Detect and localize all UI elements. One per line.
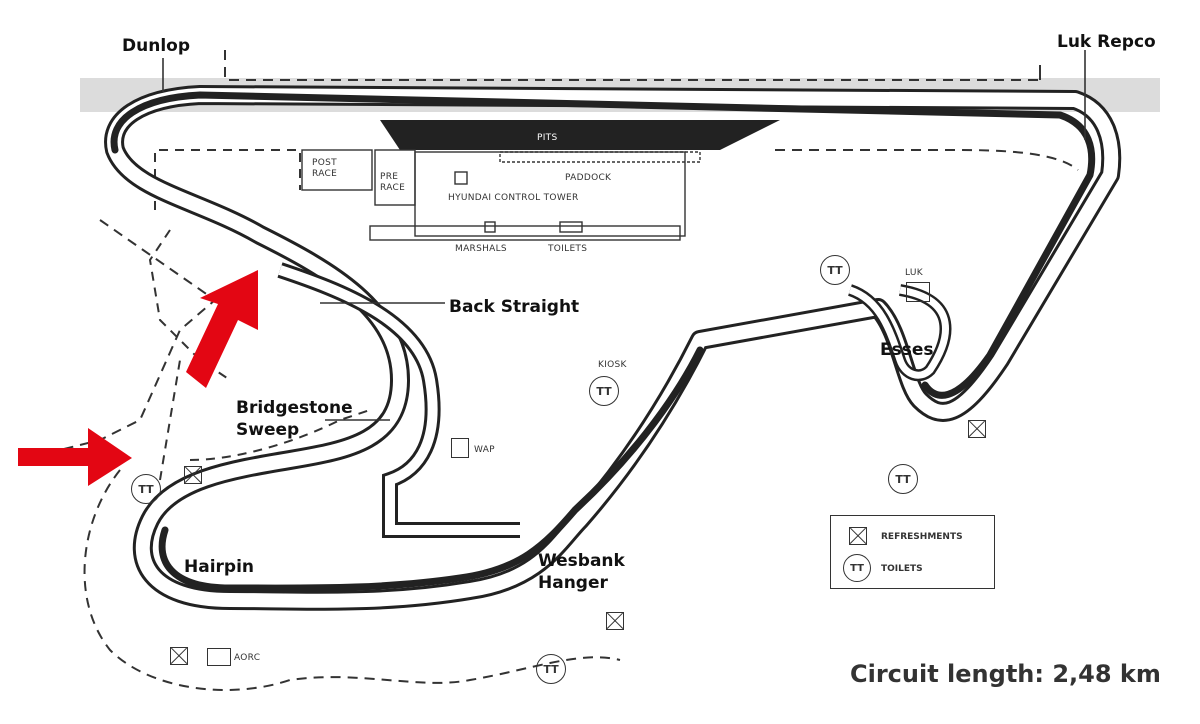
- outer-dashed-left: [59, 219, 217, 451]
- toilet-icon: TT: [820, 255, 850, 285]
- map-text-luk: LUK: [905, 268, 923, 278]
- map-legend: REFRESHMENTS TT TOILETS: [830, 515, 995, 589]
- label-back-straight: Back Straight: [449, 297, 580, 317]
- toilet-icon: TT: [131, 474, 161, 504]
- map-text-aorc: AORC: [234, 653, 261, 663]
- esses-loop-surface: [848, 286, 949, 379]
- legend-toilets: TOILETS: [881, 564, 923, 574]
- map-text-pre: PRE: [380, 172, 399, 182]
- post-race-box: [301, 149, 373, 191]
- refreshment-icon: [184, 466, 202, 484]
- legend-refreshments: REFRESHMENTS: [881, 532, 963, 542]
- map-text-pre-race: RACE: [380, 183, 406, 193]
- map-text-marshals: MARSHALS: [455, 244, 507, 254]
- back-straight-road-surface: [278, 265, 520, 535]
- map-text-post-race: RACE: [312, 169, 338, 179]
- toilet-icon: TT: [536, 654, 566, 684]
- main-track-surface: [107, 88, 1119, 608]
- map-text-toilets: TOILETS: [548, 244, 588, 254]
- label-wesbank: Wesbank: [538, 551, 625, 571]
- marshal-mark: [484, 221, 496, 233]
- refreshment-icon: [606, 612, 624, 630]
- pit-boxes: [499, 151, 701, 163]
- label-esses: Esses: [880, 340, 934, 360]
- circuit-length: Circuit length: 2,48 km: [850, 660, 1161, 688]
- refreshment-icon: [968, 420, 986, 438]
- aorc-box: [207, 648, 231, 666]
- wap-box: [451, 438, 469, 458]
- map-text-paddock: PADDOCK: [565, 173, 612, 183]
- luk-box: [906, 282, 930, 302]
- refreshment-icon: [849, 527, 867, 545]
- inner-dashed-sweep: [159, 359, 371, 481]
- label-hanger: Hanger: [538, 573, 608, 593]
- refreshment-icon: [170, 647, 188, 665]
- perimeter-dashed: [224, 50, 1041, 81]
- map-text-kiosk: KIOSK: [598, 360, 627, 370]
- tower-mark: [454, 171, 468, 185]
- toilet-icon: TT: [888, 464, 918, 494]
- map-text-wap: WAP: [474, 445, 495, 455]
- pit-lane: [380, 120, 780, 150]
- control-tower-block: [374, 149, 416, 206]
- right-dashed: [775, 149, 1079, 171]
- red-arrow-left: [18, 428, 132, 486]
- toilet-icon: TT: [843, 554, 871, 582]
- map-text-control-tower: HYUNDAI CONTROL TOWER: [448, 193, 579, 203]
- label-hairpin: Hairpin: [184, 557, 255, 577]
- toilet-mark: [559, 221, 583, 233]
- racing-line: [110, 91, 1096, 592]
- label-dunlop: Dunlop: [122, 36, 190, 56]
- outer-dashed-bottom: [83, 469, 621, 691]
- label-sweep: Sweep: [236, 420, 300, 440]
- map-text-pits: PITS: [537, 133, 558, 143]
- toilet-icon: TT: [589, 376, 619, 406]
- marshals-area: [369, 225, 681, 241]
- label-bridgestone: Bridgestone: [236, 398, 353, 418]
- label-luk-repco: Luk Repco: [1057, 32, 1156, 52]
- map-text-post: POST: [312, 158, 337, 168]
- red-arrow-diagonal: [186, 270, 258, 388]
